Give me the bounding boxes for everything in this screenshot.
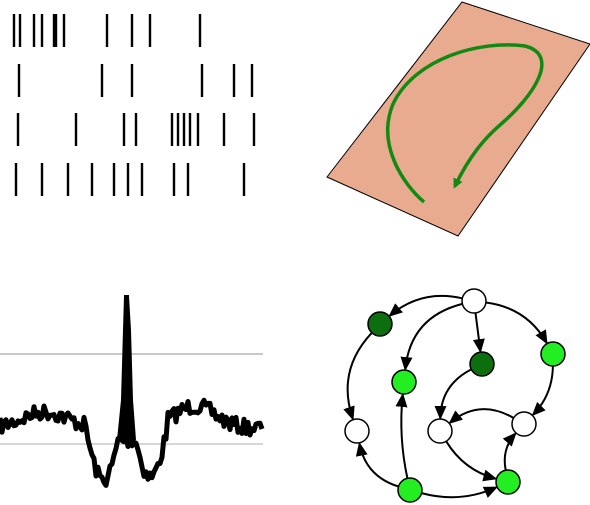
edge-right-upper-to-right [531, 365, 554, 417]
edge-upper-left-to-far-left [343, 332, 373, 421]
node-far-left [344, 418, 370, 444]
node-left-mid [391, 369, 417, 395]
waveform-trace [0, 397, 265, 488]
edge-top-to-upper-left [388, 294, 463, 317]
spike-train-1 [12, 14, 202, 47]
trajectory-curve [386, 43, 544, 204]
waveform-panel [0, 295, 265, 488]
node-center-upper [469, 351, 495, 377]
waveform-peak [117, 295, 136, 441]
node-right-upper [540, 341, 566, 367]
spike-raster-panel [12, 14, 256, 196]
spike-train-4 [14, 163, 246, 196]
state-plane [326, 1, 590, 237]
node-right [511, 411, 537, 437]
node-center [427, 418, 453, 444]
edge-center-to-bottom-right [445, 440, 498, 482]
edge-bottom-left-to-left-mid [395, 392, 409, 479]
edge-bottom-right-to-right [502, 432, 517, 471]
edge-top-to-center-upper [472, 312, 485, 354]
edge-right-to-center [448, 408, 515, 424]
node-upper-left [367, 311, 393, 337]
edge-top-to-right-upper [485, 301, 548, 345]
edge-center-upper-to-center [434, 368, 472, 420]
edge-top-to-left-mid [400, 302, 463, 372]
node-bottom-right [495, 469, 521, 495]
spike-train-2 [17, 64, 254, 97]
spike-train-3 [16, 113, 256, 146]
node-bottom-left [397, 477, 423, 503]
network-nodes [344, 288, 566, 503]
network-edges [343, 294, 554, 499]
node-top [461, 288, 487, 314]
edge-bottom-left-to-bottom-right [421, 486, 499, 499]
network-panel [343, 288, 566, 503]
trajectory-panel [326, 1, 590, 237]
edge-bottom-left-to-far-left [355, 441, 399, 488]
